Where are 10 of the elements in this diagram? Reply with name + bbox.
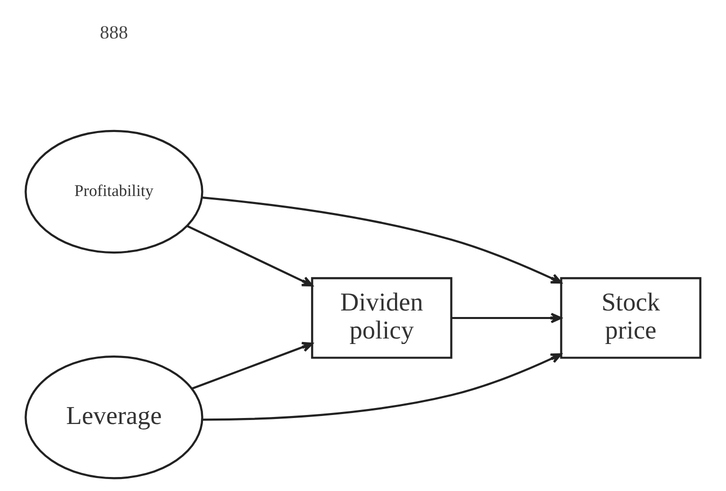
node-box: Stock price	[560, 277, 702, 359]
arrow	[186, 225, 314, 286]
arrow	[202, 196, 562, 284]
node-ellipse: Leverage	[24, 356, 204, 480]
arrow	[192, 342, 314, 390]
node-box: Dividen policy	[311, 277, 452, 359]
label: 888	[100, 22, 128, 44]
arrow	[202, 353, 562, 421]
arrow	[452, 312, 562, 324]
node-ellipse: Profitability	[24, 130, 204, 254]
